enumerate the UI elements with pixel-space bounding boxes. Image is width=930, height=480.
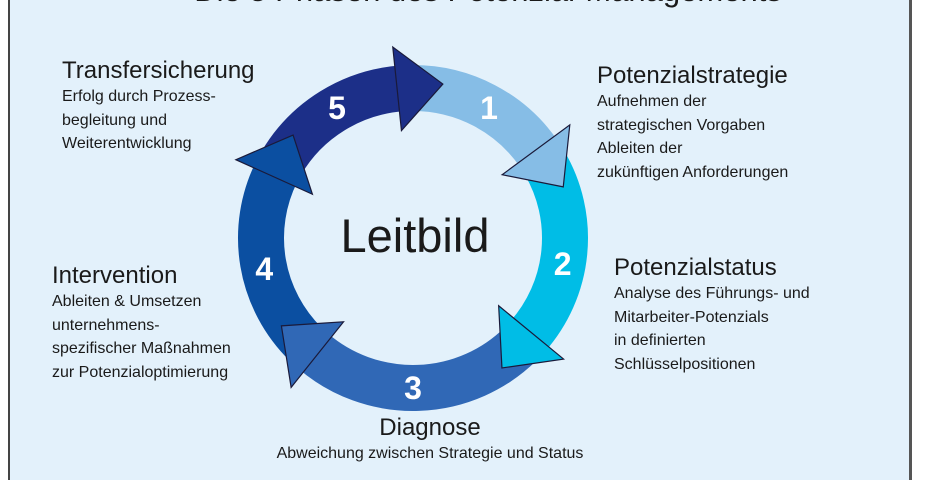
phase-2-arrowhead (497, 304, 566, 369)
phase-4-arrowhead (234, 134, 314, 196)
phase-2-number: 2 (554, 246, 572, 282)
phase-5-number: 5 (328, 90, 346, 126)
phase-1-arrowhead (500, 123, 571, 188)
phase-desc-line: zur Potenzialoptimierung (52, 363, 229, 381)
phase-4-number: 4 (255, 251, 273, 287)
phase-desc-line: Analyse des Führungs- und (614, 285, 810, 302)
phase-3-arc (298, 327, 537, 411)
phase-desc-line: Schlüsselpositionen (614, 355, 756, 373)
phase-title: Diagnose (379, 414, 481, 441)
phase-cycle: 1 2 3 4 5 (234, 45, 588, 411)
phase-desc-line: Aufnehmen der (597, 93, 707, 110)
phase-desc-line: Abweichung zwischen Strategie und Status (276, 445, 584, 462)
diagram-title: Die 5 Phasen des Potenzial-Managements (10, 0, 930, 9)
phase-3-number: 3 (404, 370, 422, 406)
phase-desc-line: Mitarbeiter-Potenzials (614, 308, 769, 326)
phase-desc-line: Ableiten der (597, 140, 683, 157)
phase-desc-line: zukünftigen Anforderungen (597, 163, 789, 181)
phase-title: Potenzialstatus (614, 254, 777, 281)
center-label: Leitbild (340, 209, 490, 262)
phase-title: Intervention (52, 262, 178, 289)
phase-desc-line: strategischen Vorgaben (597, 116, 766, 134)
phase-desc-line: begleitung und (62, 111, 167, 129)
phase-desc-line: Weiterentwicklung (62, 135, 192, 152)
phase-desc-line: Erfolg durch Prozess- (62, 88, 216, 105)
phase-desc-line: spezifischer Maßnahmen (52, 340, 231, 357)
phase-1-number: 1 (480, 90, 498, 126)
phase-1-arc (412, 65, 558, 168)
phase-desc-line: unternehmens- (52, 316, 160, 334)
phase-desc-line: Ableiten & Umsetzen (52, 293, 202, 310)
phase-1-text: Potenzialstrategie Aufnehmen der strateg… (597, 62, 788, 184)
phase-3-text: Diagnose Abweichung zwischen Strategie u… (180, 414, 680, 466)
phase-5-arrowhead (392, 45, 444, 133)
phase-title: Potenzialstrategie (597, 62, 788, 89)
phase-5-text: Transfersicherung Erfolg durch Prozess- … (62, 57, 255, 156)
phase-2-text: Potenzialstatus Analyse des Führungs- un… (614, 254, 810, 376)
phase-3-arrowhead (280, 321, 345, 389)
phase-desc-line: in definierten (614, 332, 706, 349)
phase-title: Transfersicherung (62, 57, 255, 84)
phase-4-text: Intervention Ableiten & Umsetzen unterne… (52, 262, 231, 384)
